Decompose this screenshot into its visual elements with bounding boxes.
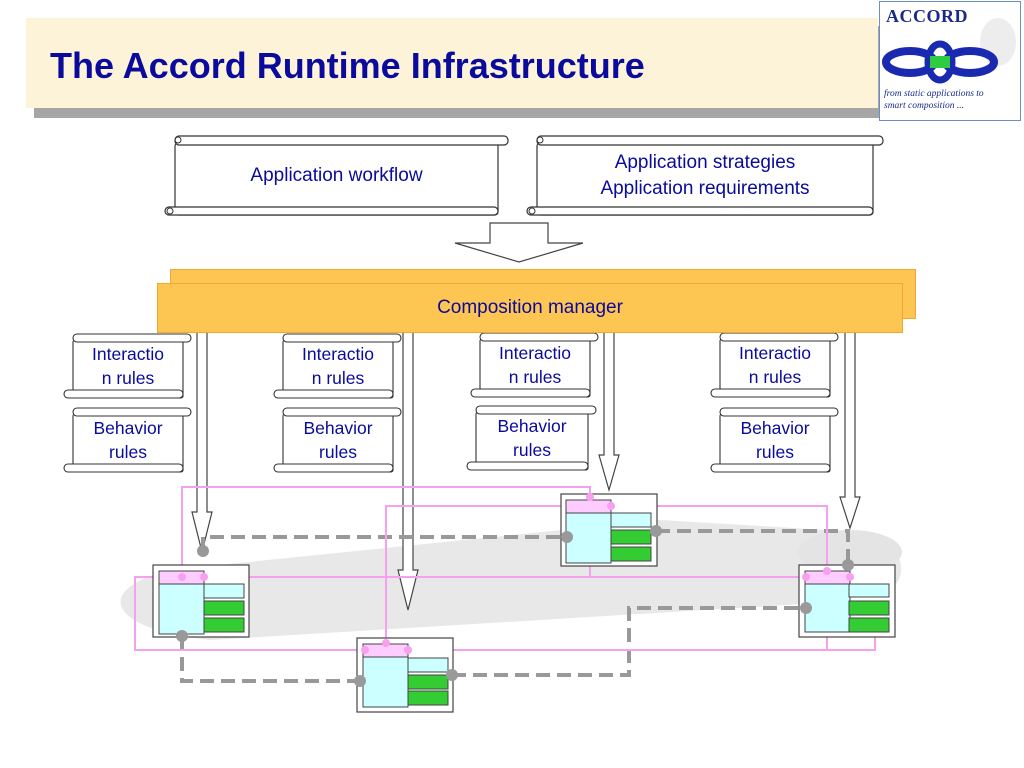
behavior-rules-1-line2: rules: [109, 442, 147, 462]
behavior-rules-3: Behavior rules: [476, 414, 588, 462]
behavior-rules-2: Behavior rules: [283, 416, 393, 464]
strategies-label: Application strategies Application requi…: [537, 145, 873, 207]
behavior-rules-1: Behavior rules: [73, 416, 183, 464]
accord-logo: ACCORD from static applications to smart…: [879, 1, 1021, 121]
interaction-rules-3: Interactio n rules: [480, 341, 590, 389]
interaction-rules-2-line1: Interactio: [302, 344, 374, 364]
pink-port-dots: [178, 493, 854, 654]
behavior-rules-1-line1: Behavior: [93, 418, 163, 438]
scroll-application-strategies: [526, 135, 884, 216]
interaction-rules-4: Interactio n rules: [720, 341, 830, 389]
behavior-rules-3-line2: rules: [513, 440, 551, 460]
interaction-rules-1-line1: Interactio: [92, 344, 164, 364]
interaction-rules-4-line1: Interactio: [739, 343, 811, 363]
interaction-rules-3-line1: Interactio: [499, 343, 571, 363]
behavior-rules-2-line1: Behavior: [303, 418, 373, 438]
interaction-rules-2: Interactio n rules: [283, 342, 393, 390]
logo-tagline-line1: from static applications to: [884, 89, 984, 99]
interaction-rules-1: Interactio n rules: [73, 342, 183, 390]
title-banner: [26, 18, 878, 108]
logo-tagline: from static applications to smart compos…: [884, 88, 1018, 112]
composition-manager: Composition manager: [157, 283, 903, 333]
behavior-rules-4-line2: rules: [756, 442, 794, 462]
interaction-rules-4-line2: n rules: [748, 367, 802, 387]
logo-chain-icon: [882, 18, 1016, 84]
slide-title: The Accord Runtime Infrastructure: [50, 45, 645, 86]
rule-scrolls: [63, 332, 839, 473]
interaction-rules-2-line2: n rules: [311, 368, 365, 388]
requirements-text: Application requirements: [600, 178, 810, 199]
input-arrow: [454, 222, 584, 263]
interaction-rules-3-line2: n rules: [508, 367, 562, 387]
interaction-rules-1-line2: n rules: [101, 368, 155, 388]
gray-port-dots: [176, 525, 854, 687]
logo-wordmark: ACCORD: [886, 6, 968, 26]
control-arrows: [191, 331, 861, 611]
workflow-label: Application workflow: [175, 145, 498, 207]
behavior-rules-3-line1: Behavior: [497, 416, 567, 436]
workflow-text: Application workflow: [250, 165, 423, 186]
scroll-application-workflow: [164, 135, 509, 216]
strategies-text: Application strategies: [614, 152, 796, 173]
behavior-rules-4: Behavior rules: [720, 416, 830, 464]
behavior-rules-2-line2: rules: [319, 442, 357, 462]
behavior-rules-4-line1: Behavior: [740, 418, 810, 438]
logo-tagline-line2: smart composition ...: [884, 101, 964, 111]
